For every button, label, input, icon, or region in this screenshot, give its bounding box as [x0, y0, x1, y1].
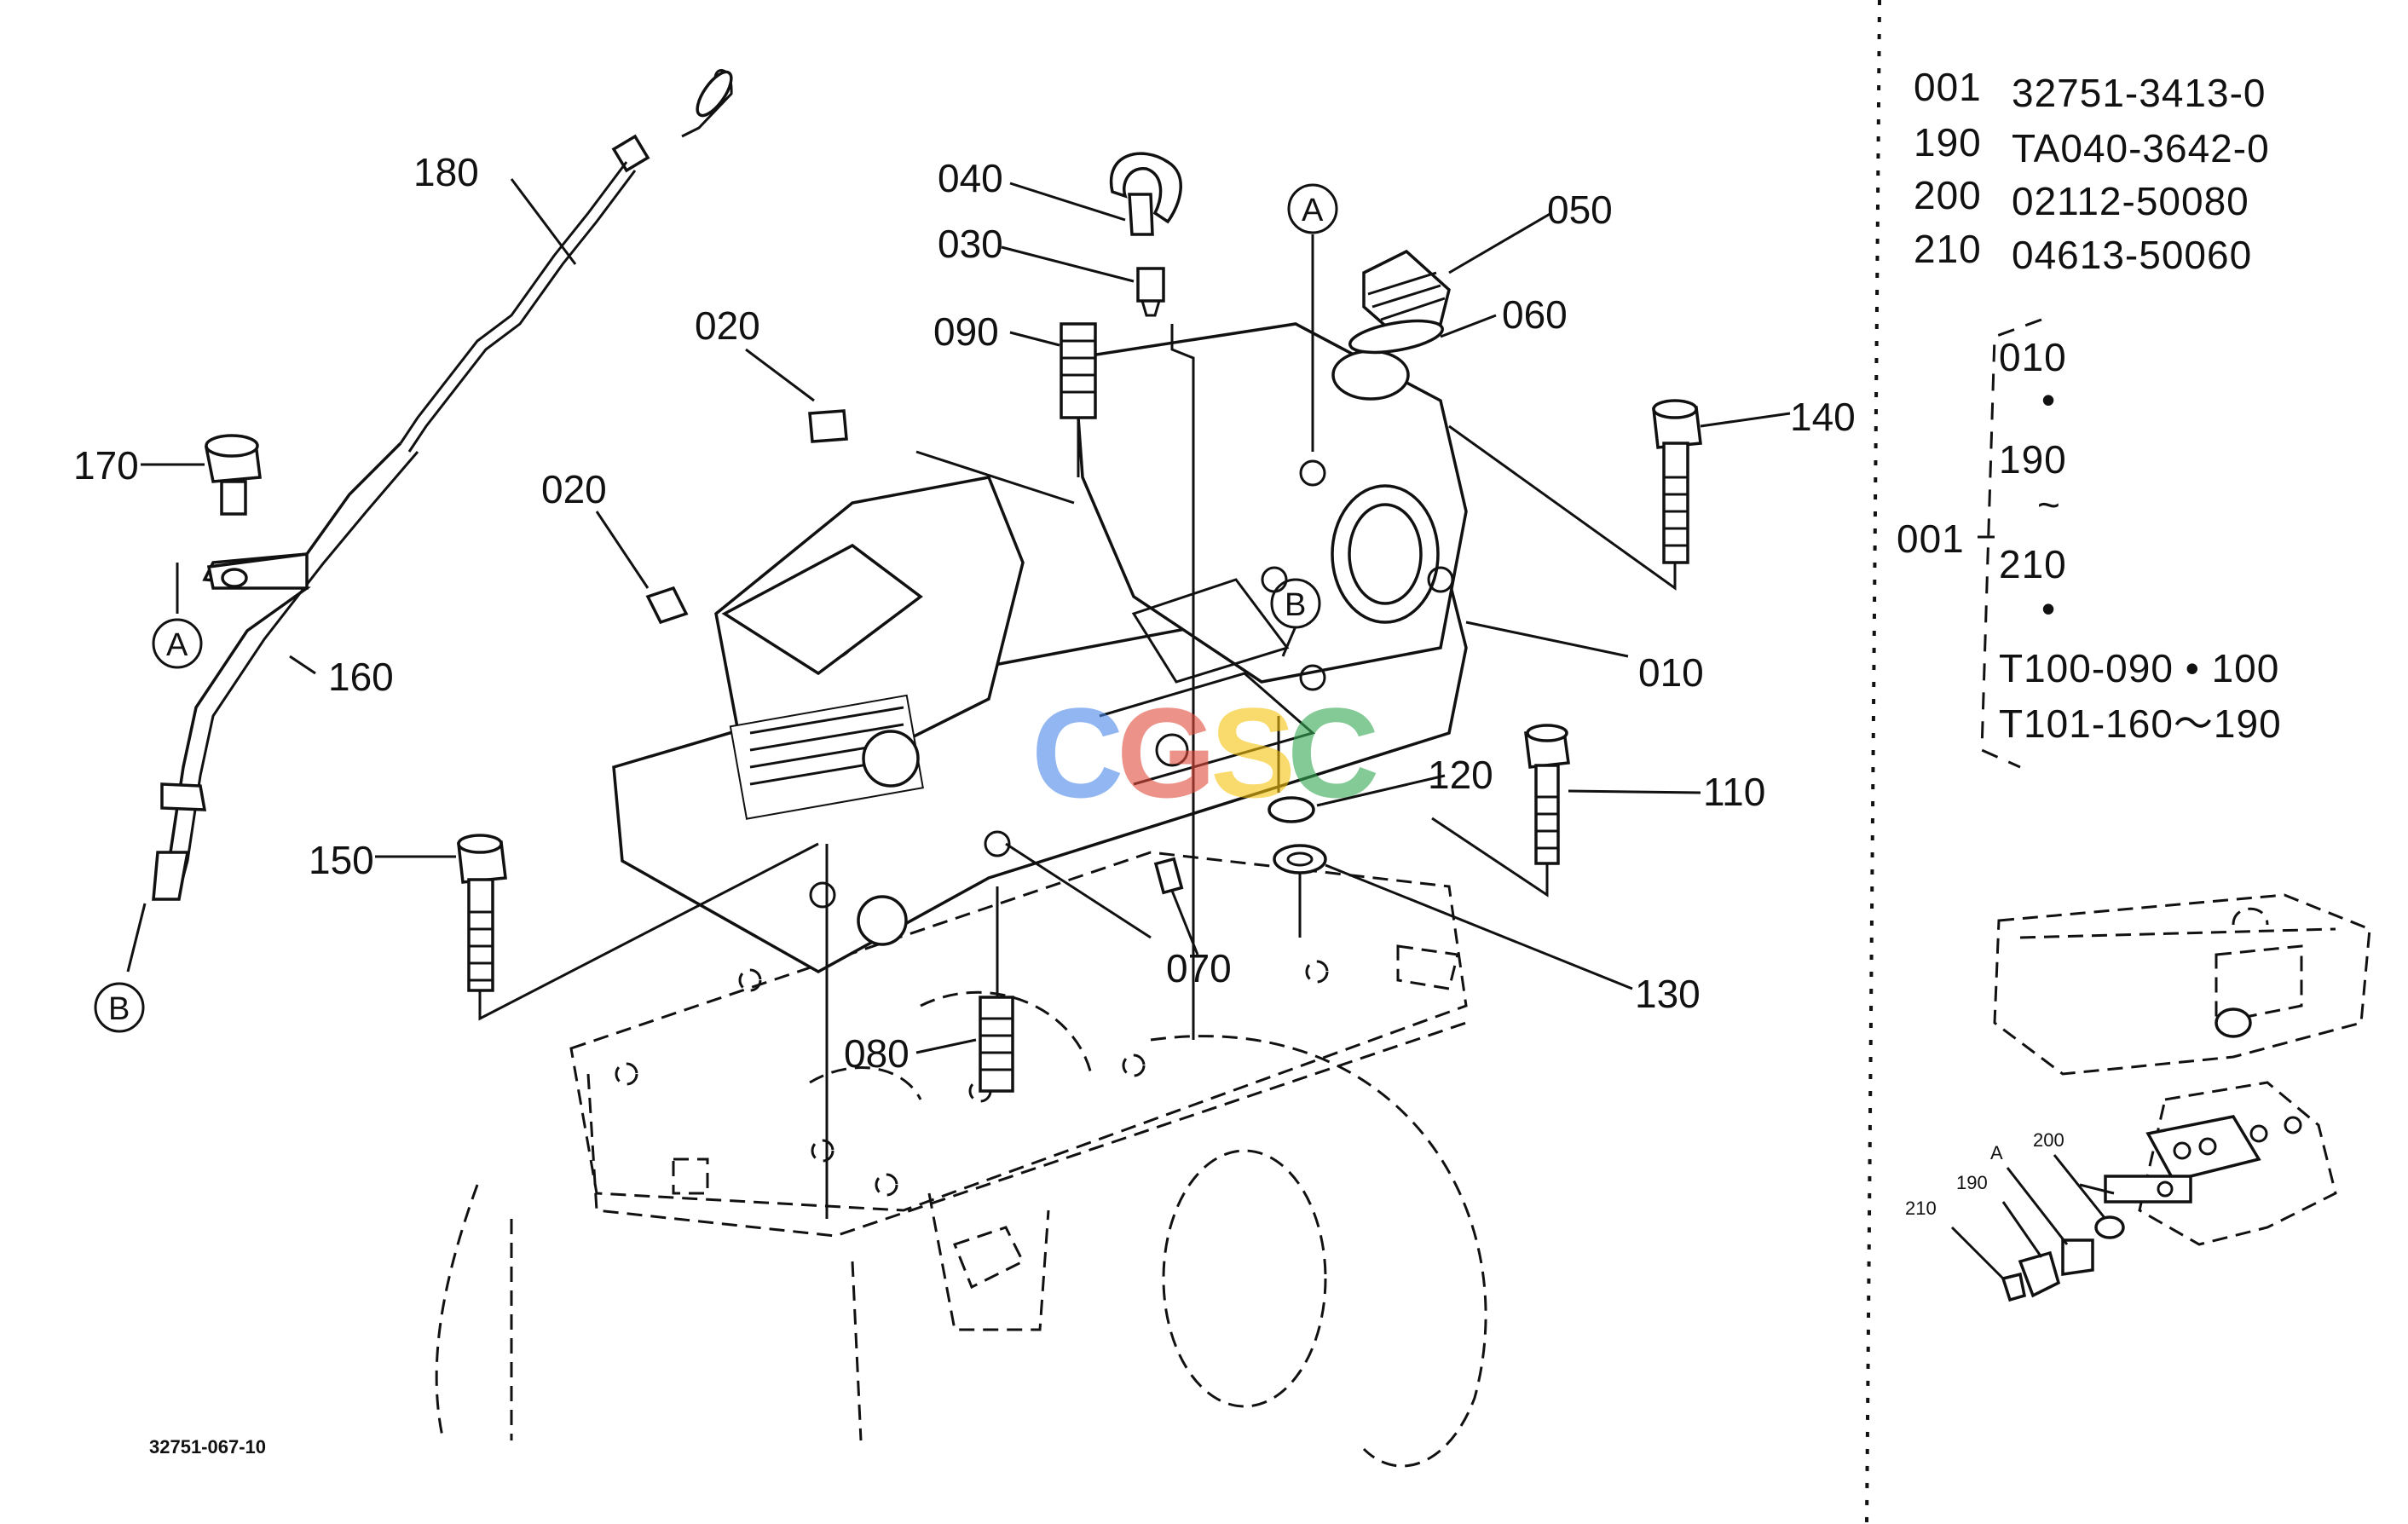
group-item-3: 190: [1999, 437, 2067, 482]
label-150: 150: [309, 838, 374, 882]
watermark: C G S C: [1031, 681, 1379, 824]
leader-lines: [126, 178, 1791, 1219]
group-item-7: T100-090 • 100: [1999, 646, 2279, 690]
label-120: 120: [1428, 753, 1493, 797]
label-010: 010: [1638, 650, 1704, 695]
inset-label-210: 210: [1905, 1198, 1937, 1219]
label-180: 180: [413, 150, 479, 194]
o-ring-060: [1348, 319, 1444, 355]
table-row-3-code: 02112-50080: [2012, 179, 2249, 223]
inset-label-200: 200: [2033, 1129, 2064, 1151]
label-070: 070: [1166, 946, 1232, 990]
bolt-110: [1524, 724, 1570, 865]
engine-block-outline: [435, 851, 1487, 1468]
group-item-5: 210: [1999, 542, 2067, 586]
drawing-number: 32751-067-10: [149, 1436, 266, 1458]
part-number-labels: 180 170 160 150 020 020 040 030 090 050 …: [73, 150, 1856, 1076]
dipstick: [399, 69, 733, 453]
bolt-150: [457, 834, 507, 992]
inset-label-a: A: [1990, 1142, 2003, 1163]
group-item-4: ~: [2037, 482, 2061, 527]
label-020-b: 020: [541, 467, 607, 511]
label-040: 040: [938, 156, 1003, 200]
table-row-1-code: 32751-3413-0: [2012, 71, 2266, 115]
watermark-letter-3: S: [1210, 681, 1296, 824]
table-row-2-no: 190: [1914, 120, 1982, 165]
watermark-letter-4: C: [1287, 681, 1379, 824]
label-130: 130: [1635, 972, 1701, 1016]
label-160: 160: [328, 655, 394, 699]
group-item-2: •: [2041, 378, 2056, 422]
bolt-170: [204, 434, 262, 516]
table-row-4-code: 04613-50060: [2012, 233, 2252, 277]
pipe-040: [1109, 152, 1182, 236]
marker-a-left: A: [166, 627, 188, 663]
table-row-2-code: TA040-3642-0: [2012, 126, 2270, 170]
marker-b-mid: B: [1285, 587, 1306, 623]
group-item-6: •: [2041, 586, 2056, 631]
washer-120-130: [1268, 796, 1327, 875]
group-item-1: 010: [1999, 335, 2067, 379]
label-030: 030: [938, 222, 1003, 266]
marker-a-top: A: [1302, 193, 1324, 228]
label-020-a: 020: [695, 303, 760, 348]
label-080: 080: [844, 1031, 909, 1076]
marker-b-left: B: [108, 991, 130, 1027]
stud-090: [1060, 322, 1097, 419]
dipstick-guide-pipe: [152, 442, 419, 901]
divider-line: [1865, 0, 1881, 1524]
group-item-8: T101-160～190: [1999, 701, 2282, 746]
label-060: 060: [1502, 292, 1568, 337]
watermark-letter-1: C: [1031, 681, 1123, 824]
label-140: 140: [1790, 395, 1856, 439]
reference-markers: A B A B: [94, 183, 1338, 1033]
table-row-4-no: 210: [1914, 227, 1982, 271]
bolt-140: [1652, 399, 1702, 564]
label-170: 170: [73, 443, 139, 488]
inset-detail: 210 190 A 200: [1905, 893, 2371, 1302]
watermark-letter-2: G: [1117, 681, 1216, 824]
label-050: 050: [1547, 188, 1613, 232]
table-row-1-no: 001: [1914, 65, 1982, 109]
plug-020: [645, 409, 848, 625]
table-row-3-no: 200: [1914, 173, 1982, 217]
nipple-030: [1136, 267, 1165, 317]
parts-table: 001 32751-3413-0 190 TA040-3642-0 200 02…: [1897, 65, 2282, 769]
group-id: 001: [1897, 517, 1965, 561]
label-110: 110: [1703, 770, 1765, 814]
inset-label-190: 190: [1956, 1172, 1988, 1193]
label-090: 090: [933, 309, 999, 354]
